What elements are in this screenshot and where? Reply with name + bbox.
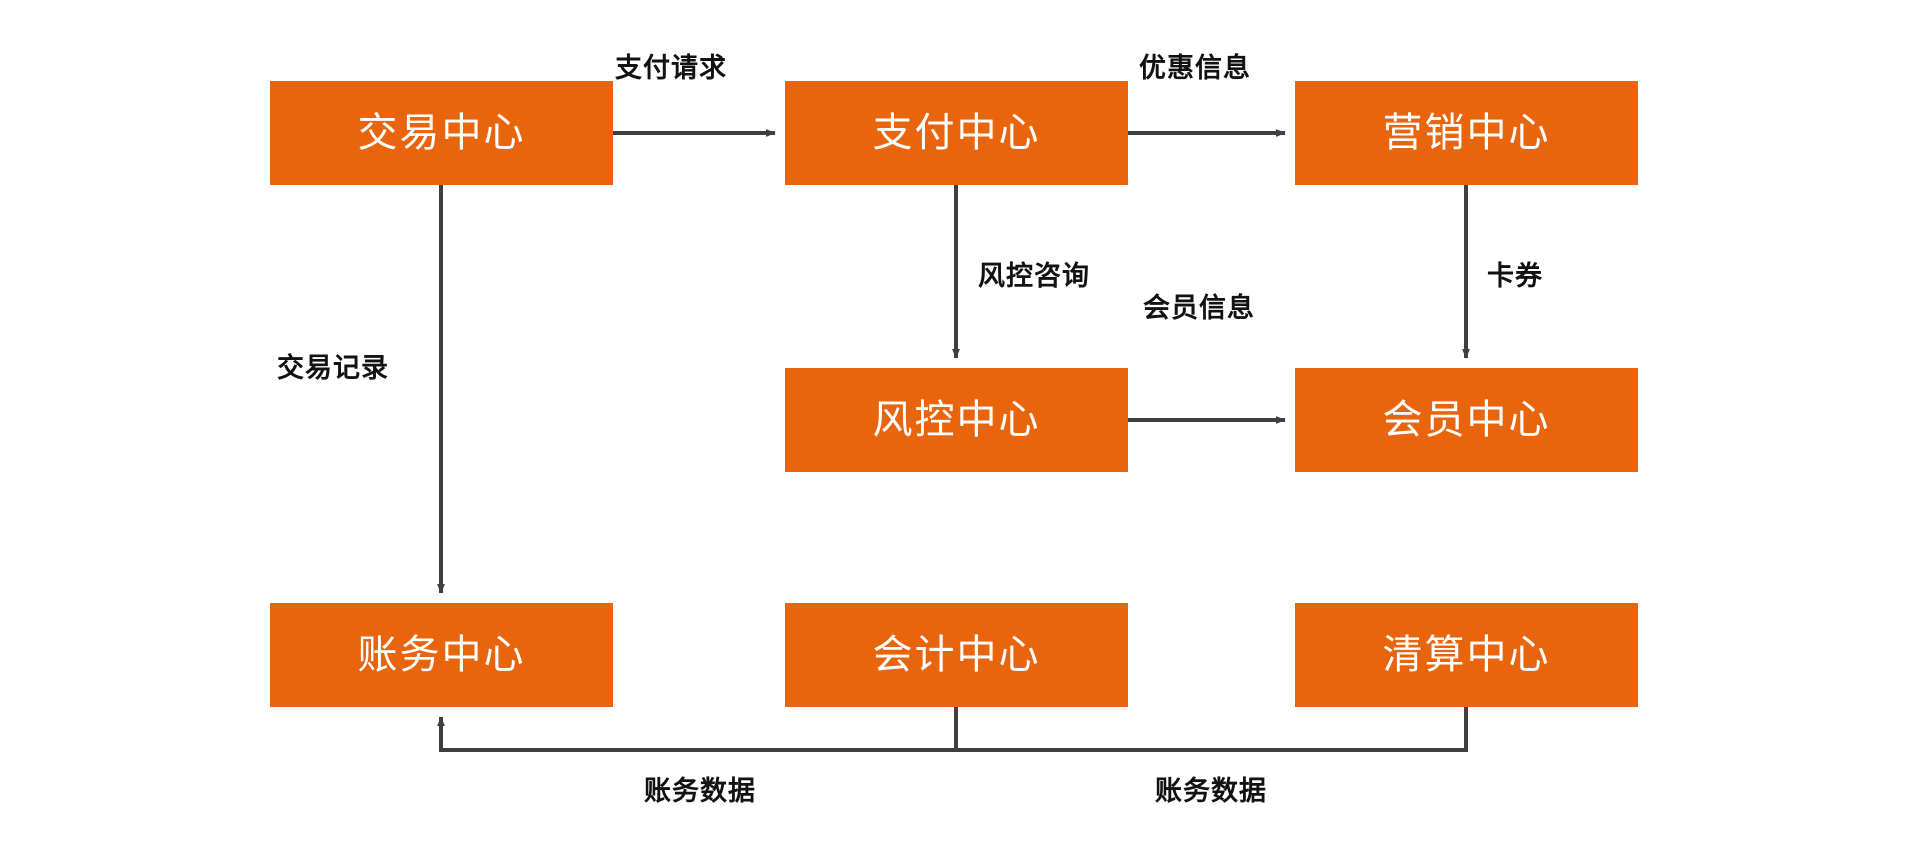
- edge-label-payment-request: 支付请求: [615, 53, 727, 83]
- node-label: 支付中心: [872, 111, 1041, 155]
- node-marketing-center[interactable]: 营销中心: [1295, 81, 1638, 185]
- node-payment-center[interactable]: 支付中心: [785, 81, 1128, 185]
- node-label: 风控中心: [872, 398, 1041, 442]
- node-trade-center[interactable]: 交易中心: [270, 81, 613, 185]
- node-label: 清算中心: [1382, 633, 1551, 677]
- node-label: 会计中心: [872, 633, 1041, 677]
- edge-label-coupon: 卡券: [1487, 261, 1543, 291]
- node-accounting-center[interactable]: 会计中心: [785, 603, 1128, 707]
- node-risk-center[interactable]: 风控中心: [785, 368, 1128, 472]
- node-label: 营销中心: [1382, 111, 1551, 155]
- edge-label-billing-data-right: 账务数据: [1155, 776, 1267, 806]
- edge-label-discount-info: 优惠信息: [1139, 53, 1251, 83]
- edge-label-transaction-record: 交易记录: [277, 353, 389, 383]
- connector-settlement-to-billing: [441, 707, 1468, 752]
- node-label: 账务中心: [357, 633, 526, 677]
- connector-accounting-to-billing: [437, 707, 958, 752]
- node-member-center[interactable]: 会员中心: [1295, 368, 1638, 472]
- node-label: 会员中心: [1382, 398, 1551, 442]
- node-label: 交易中心: [357, 111, 526, 155]
- edge-label-member-info: 会员信息: [1143, 293, 1255, 323]
- edge-label-risk-consultation: 风控咨询: [978, 261, 1090, 291]
- node-settlement-center[interactable]: 清算中心: [1295, 603, 1638, 707]
- edge-label-billing-data-left: 账务数据: [644, 776, 756, 806]
- node-billing-center[interactable]: 账务中心: [270, 603, 613, 707]
